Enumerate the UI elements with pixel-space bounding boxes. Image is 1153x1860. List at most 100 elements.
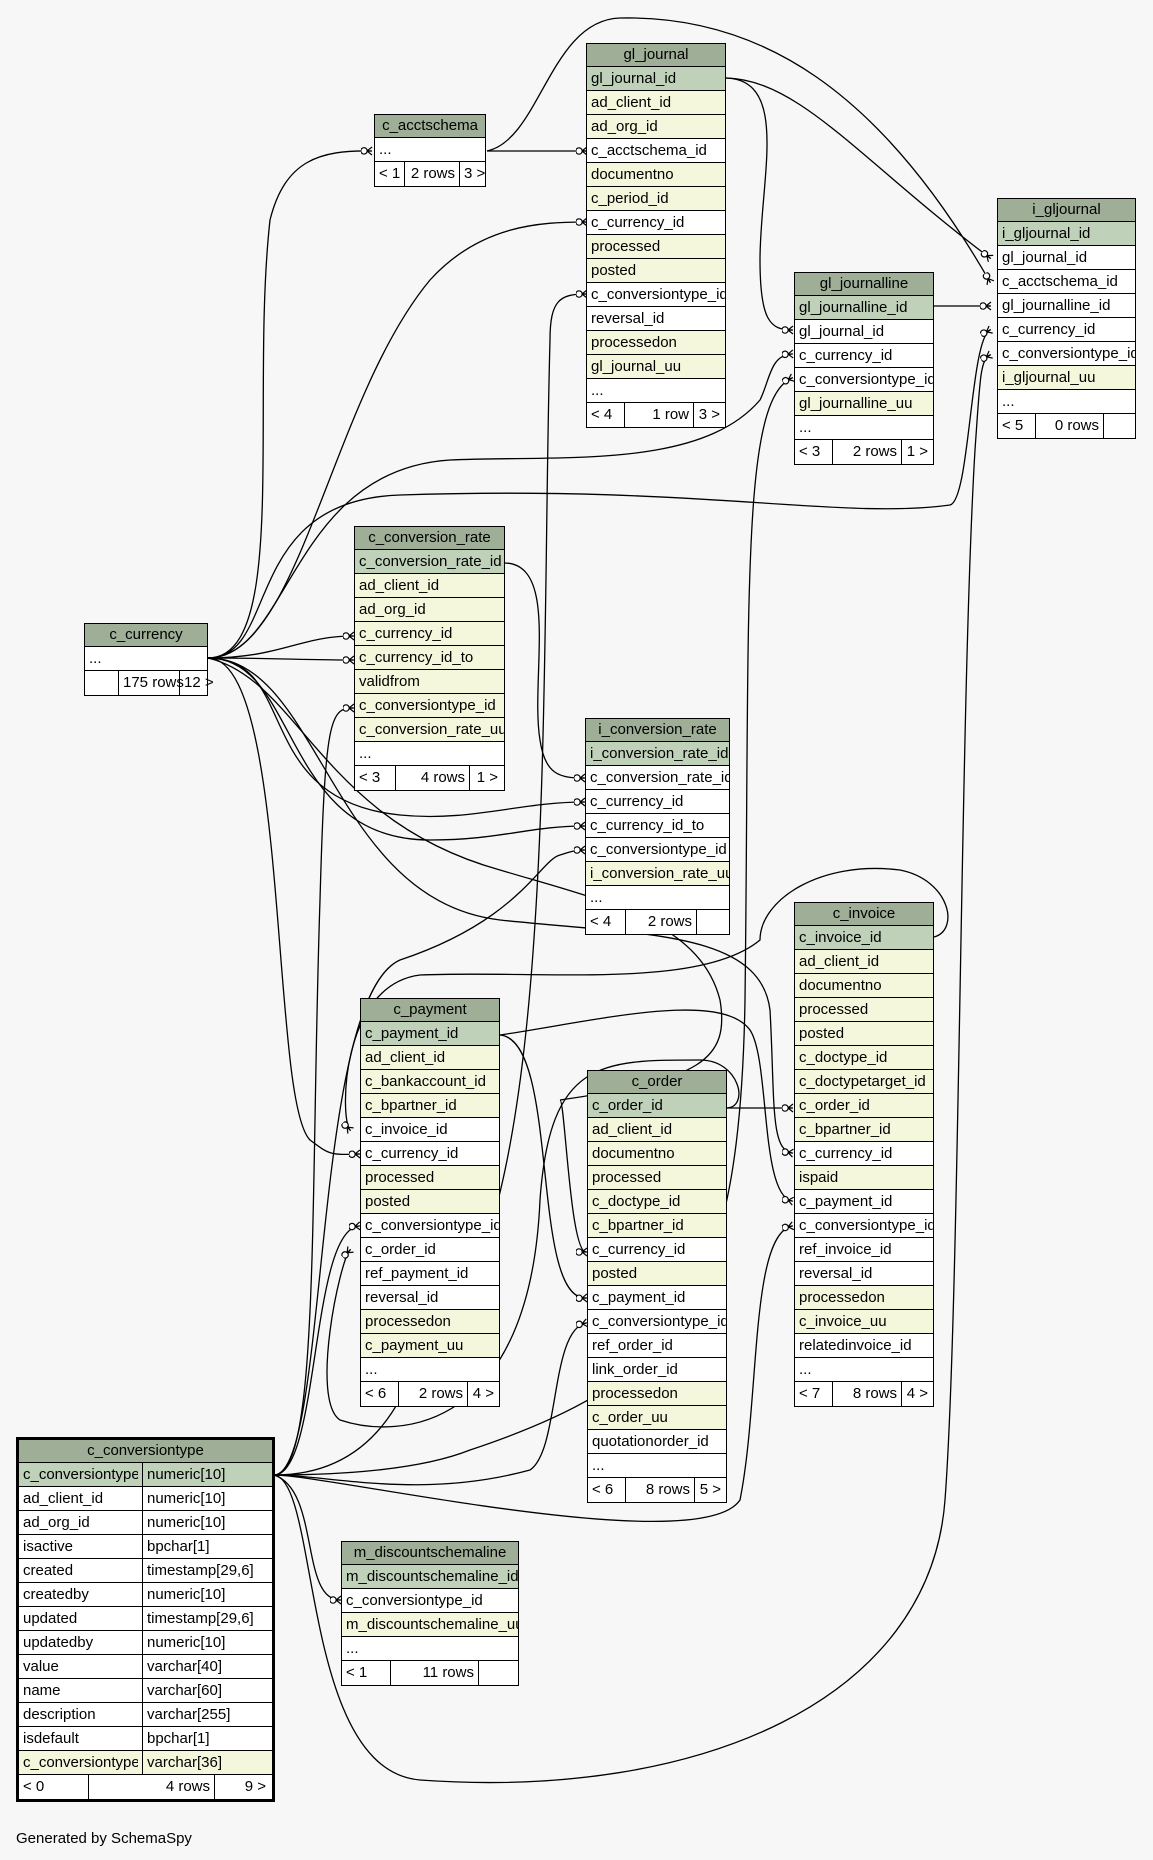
column-row[interactable]: gl_journal_id	[998, 246, 1135, 270]
column-row[interactable]: m_discountschemaline_uu	[342, 1613, 518, 1637]
table-m_discountschemaline[interactable]: m_discountschemaline m_discountschemalin…	[341, 1541, 519, 1686]
column-row[interactable]: c_currency_id_to	[586, 814, 729, 838]
column-row[interactable]: c_bankaccount_id	[361, 1070, 499, 1094]
column-row[interactable]: quotationorder_id	[588, 1430, 726, 1454]
column-row[interactable]: c_period_id	[587, 187, 725, 211]
table-c_conversiontype[interactable]: c_conversiontype c_conversiontype_idnume…	[16, 1437, 275, 1802]
column-row[interactable]: validfrom	[355, 670, 504, 694]
footer-children[interactable]: 4 >	[472, 1385, 494, 1402]
column-row[interactable]: ...	[998, 390, 1135, 414]
column-row[interactable]: ...	[342, 1637, 518, 1661]
footer-children[interactable]: 3 >	[464, 165, 486, 182]
footer-parents[interactable]	[85, 671, 119, 695]
column-row[interactable]: c_conversiontype_id	[586, 838, 729, 862]
footer-parents[interactable]: < 1	[375, 162, 405, 186]
footer-parents[interactable]: < 3	[355, 766, 396, 790]
column-row[interactable]: c_invoice_uu	[795, 1310, 933, 1334]
column-row[interactable]: ...	[586, 886, 729, 910]
column-row[interactable]: c_currency_id	[587, 211, 725, 235]
column-row[interactable]: processedon	[795, 1286, 933, 1310]
column-row[interactable]: ...	[588, 1454, 726, 1478]
column-row[interactable]: c_conversiontype_id	[998, 342, 1135, 366]
column-row[interactable]: c_conversiontype_id	[361, 1214, 499, 1238]
column-row[interactable]: reversal_id	[795, 1262, 933, 1286]
footer-parents[interactable]: < 6	[361, 1382, 399, 1406]
column-row[interactable]: c_doctype_id	[588, 1190, 726, 1214]
footer-children[interactable]: 4 >	[906, 1385, 928, 1402]
footer-parents[interactable]: < 5	[998, 414, 1036, 438]
column-row[interactable]: gl_journal_id	[587, 67, 725, 91]
column-row[interactable]: processed	[795, 998, 933, 1022]
column-row[interactable]: c_conversiontype_id	[588, 1310, 726, 1334]
column-row[interactable]: c_conversiontype_id	[795, 1214, 933, 1238]
footer-parents[interactable]: < 1	[342, 1661, 391, 1685]
column-row[interactable]: c_conversion_rate_uu	[355, 718, 504, 742]
column-row[interactable]: c_currency_id	[998, 318, 1135, 342]
footer-children[interactable]	[479, 1661, 517, 1685]
column-row[interactable]: i_gljournal_uu	[998, 366, 1135, 390]
column-row[interactable]: documentno	[795, 974, 933, 998]
column-row[interactable]: c_currency_id	[795, 1142, 933, 1166]
column-row[interactable]: c_acctschema_id	[998, 270, 1135, 294]
column-row[interactable]: c_acctschema_id	[587, 139, 725, 163]
column-row[interactable]: c_conversiontype_id	[355, 694, 504, 718]
column-row[interactable]: processedon	[587, 331, 725, 355]
footer-children[interactable]: 9 >	[244, 1778, 266, 1795]
column-row[interactable]: c_currency_id	[586, 790, 729, 814]
footer-parents[interactable]: < 7	[795, 1382, 833, 1406]
column-row[interactable]: ad_org_id	[355, 598, 504, 622]
column-row[interactable]: ...	[361, 1358, 499, 1382]
column-row[interactable]: ad_client_id	[587, 91, 725, 115]
column-row[interactable]: c_conversiontype_id	[587, 283, 725, 307]
column-row[interactable]: c_payment_id	[588, 1286, 726, 1310]
footer-children[interactable]	[1104, 414, 1134, 438]
column-row[interactable]: c_bpartner_id	[588, 1214, 726, 1238]
column-row[interactable]: reversal_id	[587, 307, 725, 331]
column-row[interactable]: ad_client_id	[361, 1046, 499, 1070]
column-row[interactable]: posted	[588, 1262, 726, 1286]
column-row[interactable]: c_payment_id	[795, 1190, 933, 1214]
column-row[interactable]: c_payment_uu	[361, 1334, 499, 1358]
column-row[interactable]: processedon	[588, 1382, 726, 1406]
column-row[interactable]: i_conversion_rate_id	[586, 742, 729, 766]
column-row[interactable]: processedon	[361, 1310, 499, 1334]
column-row[interactable]: gl_journalline_uu	[795, 392, 933, 416]
column-row[interactable]: ref_order_id	[588, 1334, 726, 1358]
column-row[interactable]: documentno	[587, 163, 725, 187]
column-row[interactable]: posted	[361, 1190, 499, 1214]
column-row[interactable]: documentno	[588, 1142, 726, 1166]
column-row[interactable]: posted	[587, 259, 725, 283]
column-row[interactable]: ...	[355, 742, 504, 766]
column-row[interactable]: ...	[795, 416, 933, 440]
column-row[interactable]: c_currency_id	[355, 622, 504, 646]
column-row[interactable]: gl_journalline_id	[795, 296, 933, 320]
column-row[interactable]: ...	[587, 379, 725, 403]
column-row[interactable]: gl_journalline_id	[998, 294, 1135, 318]
column-row[interactable]: ref_invoice_id	[795, 1238, 933, 1262]
column-row[interactable]: c_bpartner_id	[361, 1094, 499, 1118]
column-row[interactable]: ref_payment_id	[361, 1262, 499, 1286]
column-row[interactable]: link_order_id	[588, 1358, 726, 1382]
column-row[interactable]: processed	[588, 1166, 726, 1190]
column-row[interactable]: ad_client_id	[588, 1118, 726, 1142]
column-row[interactable]: c_conversion_rate_id	[355, 550, 504, 574]
column-row[interactable]: c_order_id	[795, 1094, 933, 1118]
column-row[interactable]: ad_client_id	[355, 574, 504, 598]
footer-parents[interactable]: < 4	[586, 910, 626, 934]
footer-children[interactable]: 5 >	[699, 1481, 721, 1498]
